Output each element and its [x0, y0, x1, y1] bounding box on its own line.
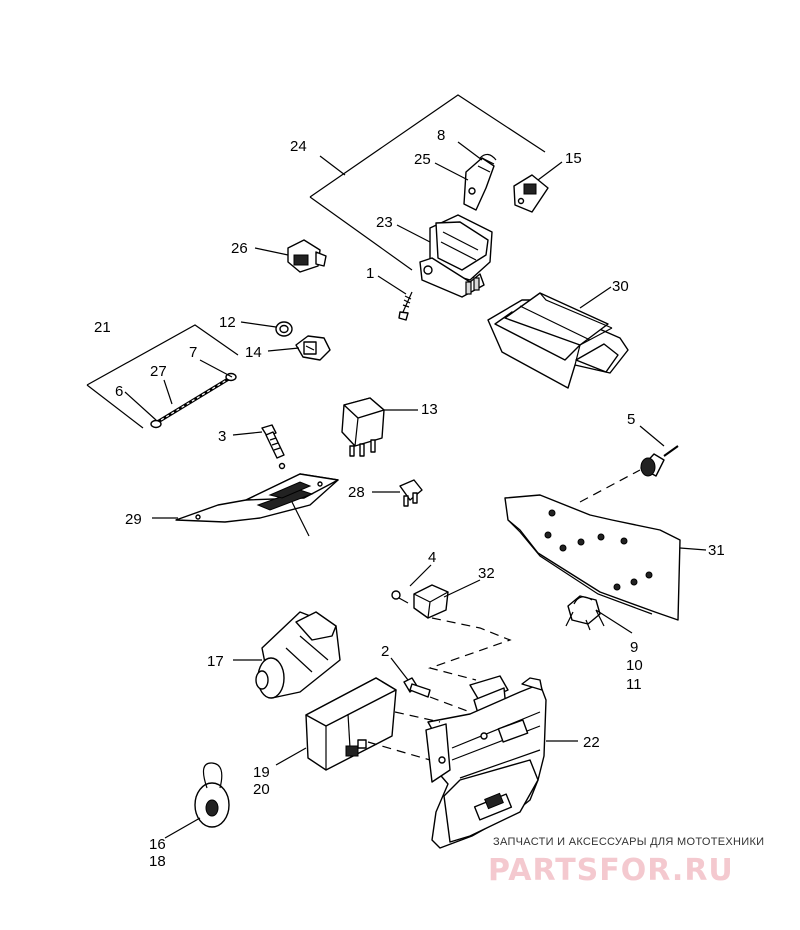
callout-15: 15: [565, 150, 582, 167]
tag-16: [194, 762, 230, 828]
callout-27: 27: [150, 363, 167, 380]
switch-14: [295, 335, 331, 361]
screw-4: [391, 590, 409, 604]
watermark-tagline: ЗАПЧАСТИ И АКСЕССУАРЫ ДЛЯ МОТОТЕХНИКИ: [493, 836, 764, 848]
alignment-lines: [367, 469, 641, 761]
callout-8: 8: [437, 127, 445, 144]
bolt-3: [261, 424, 285, 459]
callout-25: 25: [414, 151, 431, 168]
callout-17: 17: [207, 653, 224, 670]
callout-7: 7: [189, 344, 197, 361]
callout-2: 2: [381, 643, 389, 660]
ground-cable-27: [150, 372, 237, 429]
watermark-brand: PARTSFOR.RU: [488, 853, 734, 888]
callout-19: 19: [253, 764, 270, 781]
callout-3: 3: [218, 428, 226, 445]
callout-23: 23: [376, 214, 393, 231]
mounting-bracket-22: [425, 675, 547, 849]
wire-lead-8: [479, 153, 497, 161]
callout-30: 30: [612, 278, 629, 295]
voltage-regulator: [419, 214, 493, 298]
sensor-26: [287, 239, 327, 273]
fuse-28: [399, 479, 423, 507]
callout-11: 11: [626, 676, 642, 693]
callout-21: 21: [94, 319, 111, 336]
callout-labels: 24 8 25 15 23 26 1 30 12 21 14 7 27 6 13…: [94, 127, 725, 870]
battery-tray-29: [175, 462, 339, 537]
mounting-panel-31: [504, 494, 681, 621]
callout-10: 10: [626, 657, 643, 674]
callout-20: 20: [253, 781, 270, 798]
callout-4: 4: [428, 549, 436, 566]
canister-17: [255, 611, 341, 699]
leader-lines: [124, 141, 707, 839]
cover-30: [487, 292, 629, 389]
relay-13: [341, 397, 385, 457]
regulator-connector: [463, 157, 495, 211]
callout-14: 14: [245, 344, 262, 361]
callout-26: 26: [231, 240, 248, 257]
callout-24: 24: [290, 138, 307, 155]
module-32: [413, 584, 449, 619]
callout-28: 28: [348, 484, 365, 501]
screw-1: [398, 291, 413, 321]
callout-9: 9: [630, 639, 638, 656]
stud-5: [640, 445, 679, 477]
callout-31: 31: [708, 542, 725, 559]
watermark: ЗАПЧАСТИ И АКСЕССУАРЫ ДЛЯ МОТОТЕХНИКИ PA…: [488, 836, 764, 888]
callout-12: 12: [219, 314, 236, 331]
module-box-19: [305, 677, 397, 771]
bolt-2: [403, 677, 431, 698]
callout-32: 32: [478, 565, 495, 582]
callout-1: 1: [366, 265, 374, 282]
mounting-plate: [513, 174, 549, 213]
callout-18: 18: [149, 853, 166, 870]
callout-16: 16: [149, 836, 166, 853]
cable-bracket-21: [86, 324, 239, 429]
assembly-bracket-24: [309, 94, 546, 271]
callout-6: 6: [115, 383, 123, 400]
callout-5: 5: [627, 411, 635, 428]
callout-13: 13: [421, 401, 438, 418]
callout-22: 22: [583, 734, 600, 751]
clip-9: [565, 595, 605, 631]
callout-29: 29: [125, 511, 142, 528]
